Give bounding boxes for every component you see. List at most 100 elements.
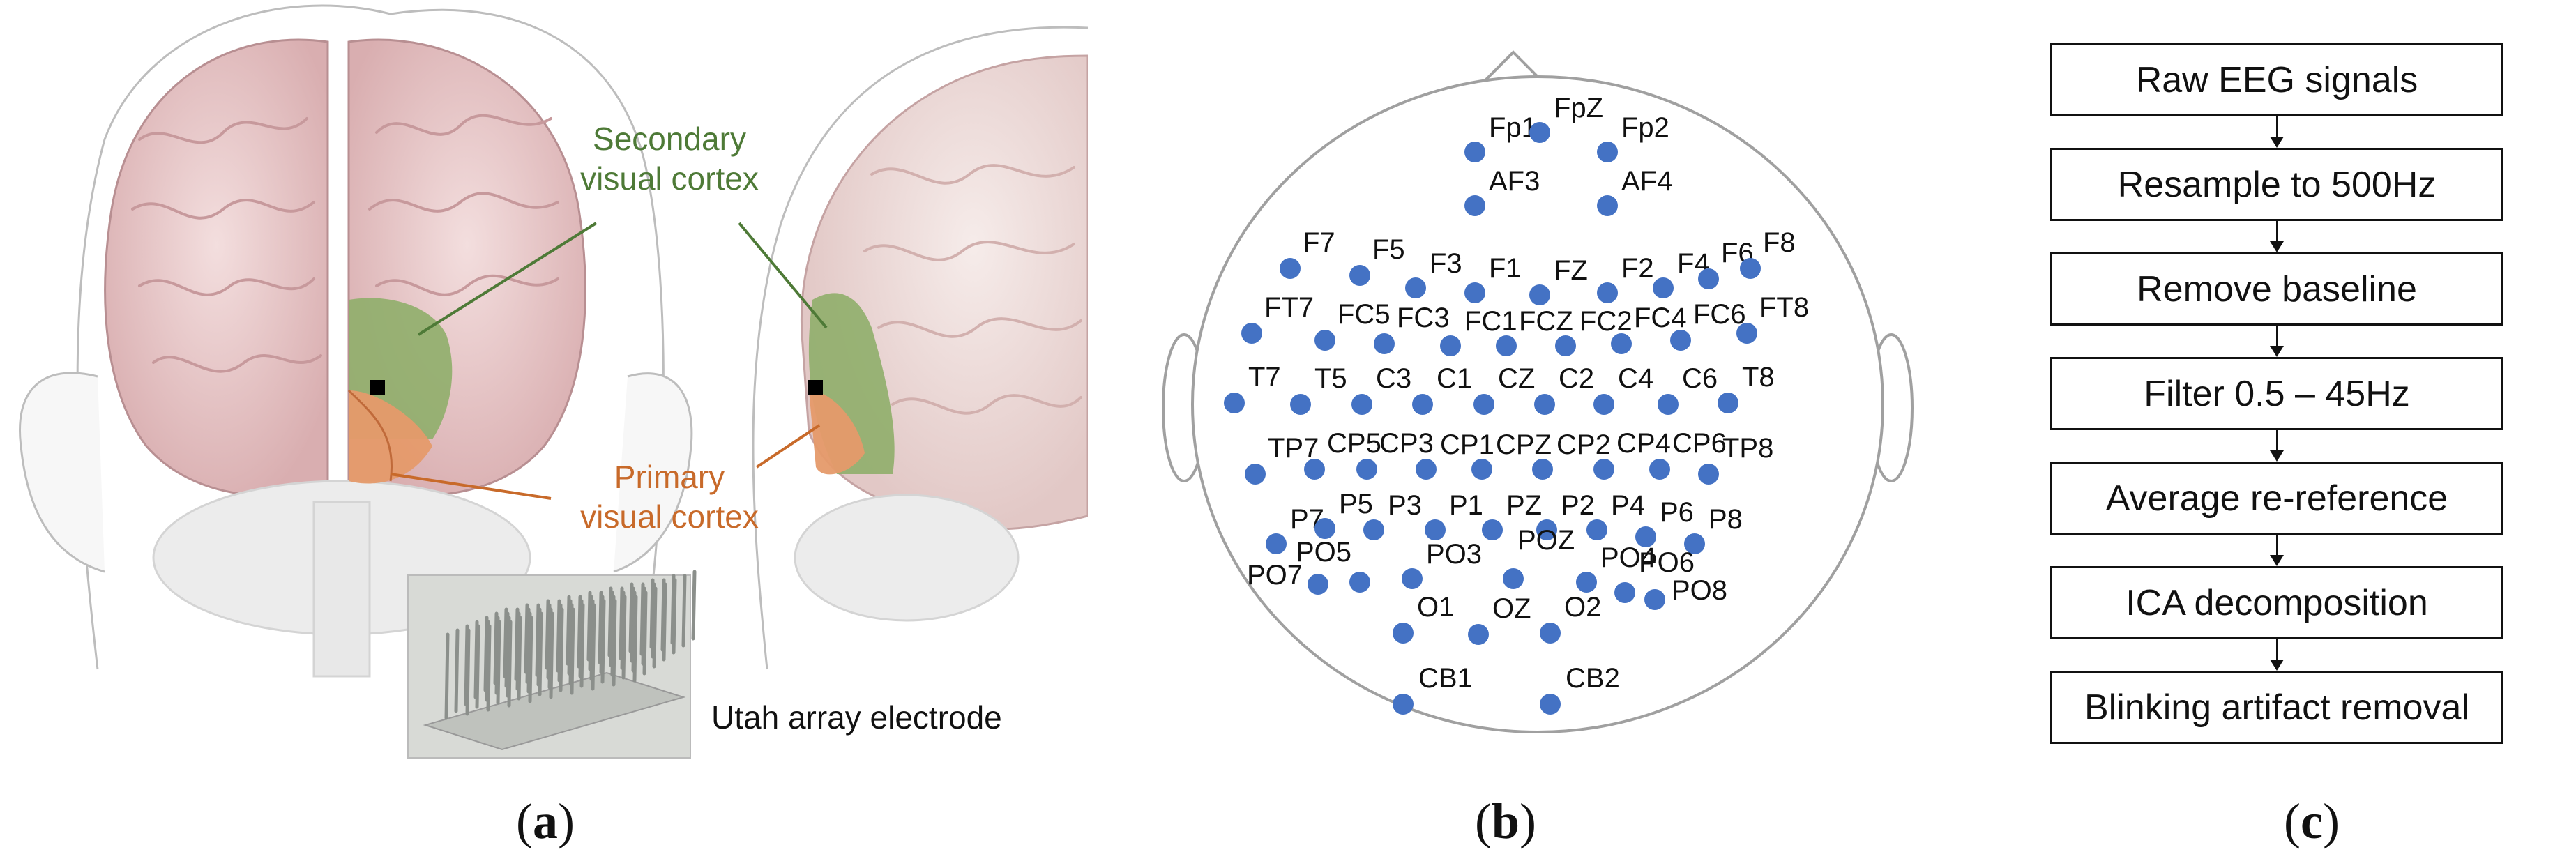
electrode-label: FpZ <box>1554 93 1603 123</box>
electrode-oz: OZ <box>1468 593 1531 645</box>
electrode-dot <box>1393 694 1414 715</box>
flow-step-6: ICA decomposition <box>2050 566 2503 639</box>
electrode-label: P6 <box>1660 497 1694 528</box>
electrode-dot <box>1363 519 1384 540</box>
electrode-dot <box>1393 623 1414 644</box>
electrode-dot <box>1482 519 1503 540</box>
electrode-label: CP6 <box>1672 428 1727 459</box>
electrode-dot <box>1649 459 1670 480</box>
electrode-label: P8 <box>1709 504 1743 535</box>
electrode-label: CP5 <box>1327 428 1381 459</box>
electrode-dot <box>1471 459 1492 480</box>
panel-a-visual-cortex: Secondary visual cortex Primary visual c… <box>0 0 1088 868</box>
electrode-label: FT7 <box>1264 292 1314 323</box>
electrode-label: CPZ <box>1496 429 1552 460</box>
electrode-dot <box>1440 335 1461 356</box>
electrode-dot <box>1245 464 1266 485</box>
electrode-label: PO5 <box>1296 537 1351 568</box>
electrode-label: Fp2 <box>1621 112 1669 143</box>
electrode-t8: T8 <box>1718 362 1775 413</box>
electrode-fc3: FC3 <box>1374 303 1450 354</box>
head-outline-front <box>76 4 665 670</box>
electrode-tp7: TP7 <box>1245 433 1319 485</box>
electrode-label: FC1 <box>1464 306 1517 337</box>
electrode-fc1: FC1 <box>1440 306 1517 356</box>
electrode-dot <box>1736 323 1757 344</box>
electrode-dot <box>1349 572 1370 593</box>
electrode-dot <box>1611 333 1632 354</box>
electrode-label: T7 <box>1248 362 1281 393</box>
electrode-label: PZ <box>1506 490 1542 521</box>
electrode-ft7: FT7 <box>1241 292 1314 344</box>
electrode-label: F8 <box>1763 227 1796 258</box>
electrode-dot <box>1670 330 1691 351</box>
electrode-dot <box>1464 142 1485 162</box>
electrode-label: F7 <box>1303 227 1335 258</box>
electrode-dot <box>1597 195 1618 216</box>
electrode-dot <box>1405 277 1426 298</box>
electrode-cb1: CB1 <box>1393 663 1473 715</box>
electrode-po6: PO6 <box>1614 547 1695 603</box>
electrode-label: PO6 <box>1639 547 1695 578</box>
electrode-f7: F7 <box>1280 227 1335 279</box>
electrode-dot <box>1349 265 1370 286</box>
electrode-cp1: CP1 <box>1416 429 1494 480</box>
electrode-po5: PO5 <box>1296 537 1370 593</box>
electrode-dot <box>1266 533 1287 554</box>
electrode-po4: PO4 <box>1576 542 1656 593</box>
electrode-label: T8 <box>1742 362 1775 393</box>
electrode-dot <box>1540 623 1561 644</box>
electrode-fp1: Fp1 <box>1464 112 1537 162</box>
electrode-dot <box>1503 568 1524 589</box>
electrode-label: FC3 <box>1397 303 1450 333</box>
electrode-label: PO7 <box>1247 560 1303 591</box>
electrode-label: C4 <box>1618 363 1653 394</box>
electrode-marker-side <box>808 380 823 395</box>
electrode-dot <box>1464 195 1485 216</box>
electrode-cz: CZ <box>1473 363 1535 415</box>
electrode-dot <box>1540 694 1561 715</box>
electrode-label: FZ <box>1554 255 1588 286</box>
electrode-o1: O1 <box>1393 592 1454 644</box>
electrode-dot <box>1597 142 1618 162</box>
electrode-af4: AF4 <box>1597 166 1672 216</box>
electrode-dot <box>1224 393 1245 413</box>
electrode-p4: P4 <box>1586 490 1645 540</box>
electrode-dot <box>1597 282 1618 303</box>
electrode-c4: C4 <box>1593 363 1653 415</box>
electrode-label: P5 <box>1339 489 1373 519</box>
electrode-label: F5 <box>1372 234 1405 265</box>
electrode-po8: PO8 <box>1644 575 1727 610</box>
electrode-label: PO8 <box>1672 575 1727 606</box>
electrode-cp3: CP3 <box>1356 428 1434 480</box>
electrode-fz: FZ <box>1529 255 1588 305</box>
electrode-f1: F1 <box>1464 253 1522 303</box>
electrode-dot <box>1314 518 1335 539</box>
electrode-label: TP8 <box>1722 433 1773 464</box>
electrode-c1: C1 <box>1412 363 1472 415</box>
electrode-marker-front <box>370 380 385 395</box>
electrode-label: P3 <box>1388 490 1422 521</box>
electrode-tp8: TP8 <box>1698 433 1773 485</box>
electrode-dot <box>1496 335 1517 356</box>
electrode-label: PO3 <box>1426 539 1482 570</box>
electrode-o2: O2 <box>1540 592 1601 644</box>
flow-arrow <box>2270 535 2284 566</box>
electrode-po3: PO3 <box>1402 539 1482 589</box>
electrode-label: TP7 <box>1268 433 1319 464</box>
electrode-label: CP1 <box>1440 429 1494 460</box>
electrode-dot <box>1593 394 1614 415</box>
electrode-label: AF3 <box>1489 166 1540 197</box>
flow-step-2: Resample to 500Hz <box>2050 148 2503 221</box>
electrode-f5: F5 <box>1349 234 1405 286</box>
electrode-label: FCZ <box>1519 306 1573 337</box>
electrode-dot <box>1529 284 1550 305</box>
electrode-label: P4 <box>1611 490 1645 521</box>
electrode-label: O2 <box>1564 592 1601 623</box>
electrode-dot <box>1684 533 1705 554</box>
brain-illustration: Secondary visual cortex Primary visual c… <box>19 4 1088 759</box>
electrode-dot <box>1290 394 1311 415</box>
electrode-label: CB1 <box>1418 663 1473 694</box>
electrode-label: CP3 <box>1379 428 1434 459</box>
